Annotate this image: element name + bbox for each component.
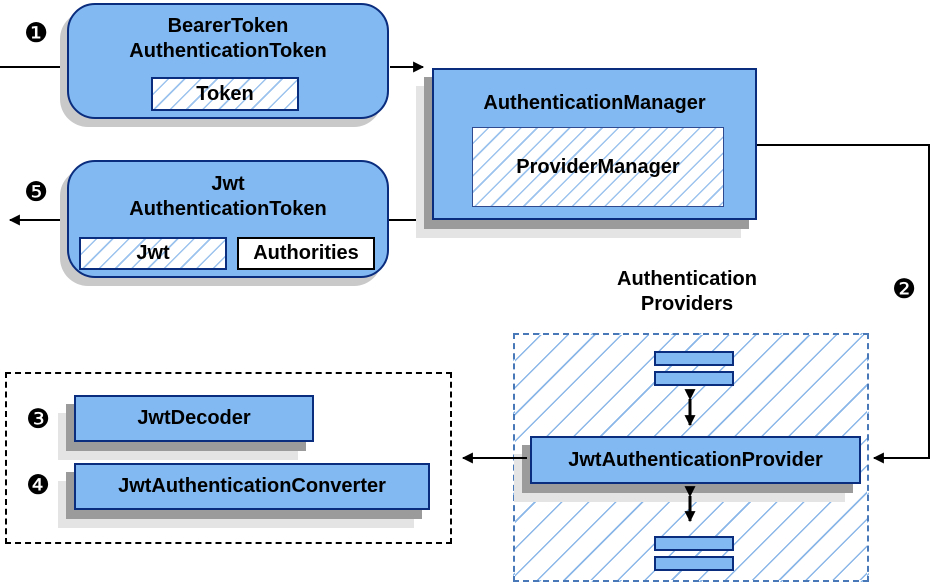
authentication-manager-title: AuthenticationManager [483,92,706,114]
bearer-token-node-title: BearerToken AuthenticationToken [69,5,387,64]
authentication-manager-node: AuthenticationManager ProviderManager [432,68,757,220]
jwt-authentication-converter-node: JwtAuthenticationConverter [74,463,430,510]
provider-stub-bar [654,351,734,366]
step-3-badge: ❸ [26,404,51,435]
jwt-authentication-token-node: Jwt AuthenticationToken Jwt Authorities [67,160,389,278]
bearer-token-title-line2: AuthenticationToken [129,40,327,62]
authentication-providers-label: Authentication Providers [572,267,802,317]
provider-stub-bar [654,371,734,386]
provider-manager-chip-label: ProviderManager [516,155,680,178]
jwt-chip-label: Jwt [136,242,170,264]
jwt-authentication-converter-label: JwtAuthenticationConverter [118,475,386,497]
bearer-token-title-line1: BearerToken [167,15,289,37]
step-2-badge: ❷ [892,274,917,305]
jwt-token-title-line1: Jwt [211,173,245,195]
jwt-token-node-title: Jwt AuthenticationToken [69,162,387,222]
jwt-authentication-provider-node: JwtAuthenticationProvider [530,436,861,484]
jwt-authentication-provider-label: JwtAuthenticationProvider [568,448,823,471]
token-chip: Token [151,77,299,111]
decoder-converter-group: JwtDecoder JwtAuthenticationConverter [5,372,452,544]
authentication-providers-group: JwtAuthenticationProvider [513,333,869,582]
authorities-chip-label: Authorities [253,242,359,264]
jwt-decoder-node: JwtDecoder [74,395,314,442]
provider-stub-bar [654,536,734,551]
jwt-chip: Jwt [79,237,227,270]
provider-manager-chip: ProviderManager [472,127,724,207]
jwt-decoder-label: JwtDecoder [137,407,251,429]
step-1-badge: ❶ [24,18,49,49]
authentication-providers-label-line2: Providers [640,293,734,315]
token-chip-label: Token [196,82,254,105]
step-5-badge: ❺ [24,177,49,208]
jwt-token-title-line2: AuthenticationToken [129,198,327,220]
authorities-chip: Authorities [237,237,375,270]
bearer-token-authentication-token-node: BearerToken AuthenticationToken Token [67,3,389,119]
authentication-providers-label-line1: Authentication [617,268,757,290]
step-4-badge: ❹ [26,470,51,501]
provider-stub-bar [654,556,734,571]
